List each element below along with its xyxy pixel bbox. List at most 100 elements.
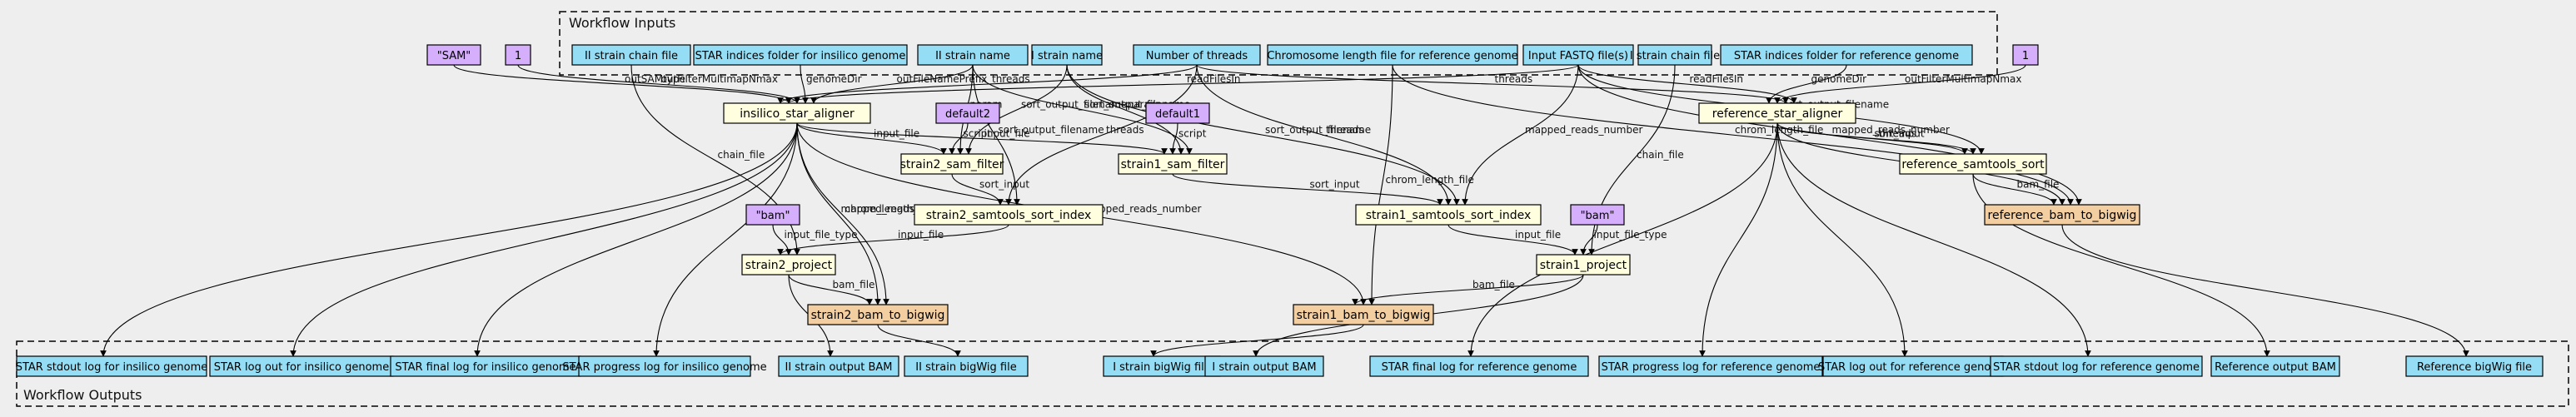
node-label: default1 bbox=[1155, 108, 1200, 121]
node-label: Chromosome length file for reference gen… bbox=[1267, 50, 1517, 62]
node-o6[interactable]: II strain bigWig file bbox=[904, 355, 1029, 377]
node-box bbox=[1822, 355, 2004, 377]
node-o14[interactable]: Reference bigWig file bbox=[2405, 355, 2544, 377]
node-s1-project[interactable]: strain1_project bbox=[1536, 254, 1631, 276]
node-o4[interactable]: STAR progress log for insilico genome bbox=[562, 355, 767, 377]
outputs-cluster-label: Workflow Outputs bbox=[23, 387, 142, 403]
edge-ref-sort-to-ref-bw bbox=[1972, 173, 2057, 206]
node-box bbox=[741, 254, 836, 276]
node-box bbox=[1698, 102, 1856, 124]
edge-bam-b-to-s1-project bbox=[1580, 224, 1598, 256]
edge-label: threads bbox=[992, 73, 1030, 85]
edge-fastq-to-insilico bbox=[785, 64, 1579, 104]
node-s2-bw[interactable]: strain2_bam_to_bigwig bbox=[807, 304, 949, 325]
node-box bbox=[745, 204, 800, 226]
node-o10[interactable]: STAR progress log for reference genome bbox=[1598, 355, 1823, 377]
node-s2-sort[interactable]: strain2_samtools_sort_index bbox=[914, 204, 1104, 226]
node-insilico[interactable]: insilico_star_aligner bbox=[723, 102, 871, 124]
node-fastq[interactable]: Input FASTQ file(s) bbox=[1522, 44, 1634, 66]
node-o2[interactable]: STAR log out for insilico genome bbox=[209, 355, 394, 377]
edge-default2-to-s2-filter bbox=[949, 122, 969, 155]
node-o11[interactable]: STAR log out for reference genome bbox=[1818, 355, 2008, 377]
edge-label: outFileNamePrefix bbox=[897, 73, 988, 85]
node-o3[interactable]: STAR final log for insilico genome bbox=[390, 355, 581, 377]
node-ref-bw[interactable]: reference_bam_to_bigwig bbox=[1984, 204, 2140, 226]
inputs-cluster bbox=[559, 11, 1998, 76]
node-box bbox=[917, 44, 1029, 66]
node-box bbox=[935, 102, 1000, 124]
node-box bbox=[505, 44, 531, 66]
node-default2[interactable]: default2 bbox=[935, 102, 1000, 124]
edge-label: script bbox=[1178, 128, 1207, 140]
node-chrom-len[interactable]: Chromosome length file for reference gen… bbox=[1267, 44, 1518, 66]
edge-label: mapped_reads_number bbox=[1084, 203, 1201, 215]
node-i-name[interactable]: I strain name bbox=[1031, 44, 1103, 66]
node-s2-filter[interactable]: strain2_sam_filter bbox=[900, 153, 1004, 175]
node-ii-chain[interactable]: II strain chain file bbox=[571, 44, 691, 66]
node-one-a[interactable]: 1 bbox=[505, 44, 531, 66]
node-label: "bam" bbox=[1581, 210, 1615, 222]
edge-label: mapped_reads_number bbox=[1525, 124, 1642, 136]
edge-s1-project-to-s1-bw bbox=[1352, 274, 1584, 305]
edge-reference-to-o12 bbox=[1776, 122, 2091, 357]
inputs-cluster-label: Workflow Inputs bbox=[569, 15, 675, 31]
node-box bbox=[1031, 44, 1103, 66]
edge-reference-to-o10 bbox=[1699, 122, 1778, 357]
node-box bbox=[1598, 355, 1823, 377]
node-s1-sort[interactable]: strain1_samtools_sort_index bbox=[1355, 204, 1542, 226]
edge-fastq-to-reference bbox=[1577, 64, 1797, 104]
edge-i-name-to-s2-filter bbox=[965, 64, 1068, 155]
node-box bbox=[1355, 204, 1542, 226]
node-o5[interactable]: II strain output BAM bbox=[778, 355, 899, 377]
edge-label: bam_file bbox=[833, 279, 875, 290]
node-o8[interactable]: I strain output BAM bbox=[1204, 355, 1324, 377]
node-label: STAR final log for insilico genome bbox=[395, 361, 575, 374]
node-label: reference_bam_to_bigwig bbox=[1988, 209, 2137, 222]
node-box bbox=[1984, 204, 2140, 226]
node-label: Reference output BAM bbox=[2215, 361, 2336, 374]
edge-reference-to-ref-sort bbox=[1776, 122, 1976, 155]
node-threads[interactable]: Number of threads bbox=[1133, 44, 1261, 66]
node-reference[interactable]: reference_star_aligner bbox=[1698, 102, 1856, 124]
node-i-chain[interactable]: I strain chain file bbox=[1630, 44, 1720, 66]
node-o1[interactable]: STAR stdout log for insilico genome bbox=[16, 355, 208, 377]
node-o7[interactable]: I strain bigWig file bbox=[1103, 355, 1221, 377]
node-bam-b[interactable]: "bam" bbox=[1570, 204, 1625, 226]
node-label: I strain name bbox=[1031, 50, 1103, 62]
node-s1-filter[interactable]: strain1_sam_filter bbox=[1118, 153, 1228, 175]
node-o13[interactable]: Reference output BAM bbox=[2210, 355, 2340, 377]
node-star-idx-ref[interactable]: STAR indices folder for reference genome bbox=[1720, 44, 1973, 66]
edge-i-name-to-s1-filter bbox=[1066, 64, 1184, 155]
node-ii-name[interactable]: II strain name bbox=[917, 44, 1029, 66]
edge-label: readFilesIn bbox=[1690, 73, 1744, 85]
node-ref-sort[interactable]: reference_samtools_sort bbox=[1899, 153, 2047, 175]
node-box bbox=[1899, 153, 2047, 175]
node-box bbox=[1204, 355, 1324, 377]
node-default1[interactable]: default1 bbox=[1145, 102, 1210, 124]
node-s2-project[interactable]: strain2_project bbox=[741, 254, 836, 276]
edge-label: outFilterMultimapNmax bbox=[661, 73, 778, 85]
edge-label: readFilesIn bbox=[1187, 73, 1241, 85]
node-star-idx-insilico[interactable]: STAR indices folder for insilico genome bbox=[693, 44, 908, 66]
edge-i-name-to-s1-sort bbox=[1066, 64, 1460, 206]
node-label: STAR stdout log for reference genome bbox=[1993, 361, 2200, 374]
edge-insilico-to-o4 bbox=[653, 122, 798, 357]
node-o9[interactable]: STAR final log for reference genome bbox=[1369, 355, 1589, 377]
node-bam-a[interactable]: "bam" bbox=[745, 204, 800, 226]
edge-label: input_file bbox=[874, 128, 919, 140]
node-box bbox=[209, 355, 394, 377]
node-label: II strain output BAM bbox=[785, 361, 892, 374]
node-s1-bw[interactable]: strain1_bam_to_bigwig bbox=[1293, 304, 1434, 325]
edge-label: sort_output_filename bbox=[1265, 124, 1371, 136]
node-one-b[interactable]: 1 bbox=[2012, 44, 2039, 66]
node-label: reference_star_aligner bbox=[1712, 107, 1843, 121]
node-box bbox=[1118, 153, 1228, 175]
node-box bbox=[1570, 204, 1625, 226]
edge-threads-to-s1-sort bbox=[1196, 64, 1452, 206]
node-o12[interactable]: STAR stdout log for reference genome bbox=[1990, 355, 2203, 377]
edge-reference-to-o11 bbox=[1776, 122, 1908, 357]
edge-label: sort_output_filename bbox=[999, 124, 1104, 136]
node-box bbox=[2012, 44, 2039, 66]
node-sam-default[interactable]: "SAM" bbox=[426, 44, 481, 66]
